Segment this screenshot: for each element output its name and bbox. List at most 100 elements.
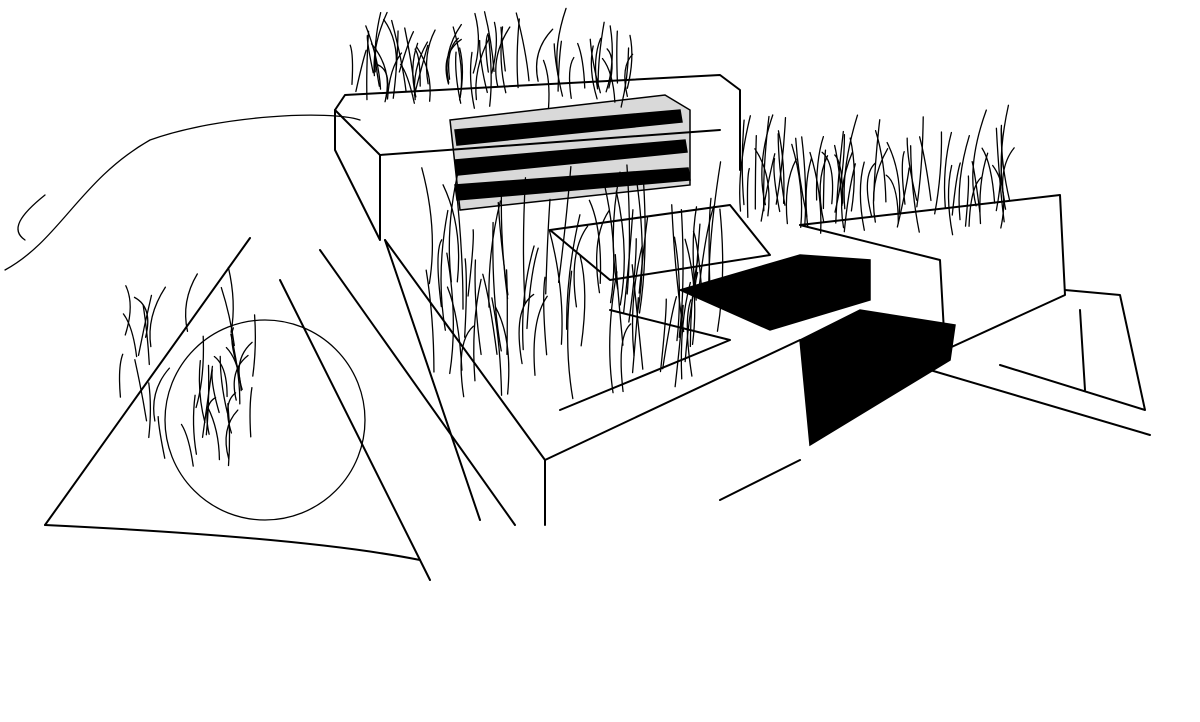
grass-blade	[355, 49, 367, 93]
grass-blade	[491, 21, 498, 74]
grass-blade	[773, 157, 781, 213]
grass-blade	[149, 286, 167, 348]
grass-blade	[442, 184, 460, 283]
left-lawn-area	[4, 114, 516, 581]
grass-blade	[981, 147, 996, 204]
grass-blade	[624, 53, 634, 98]
grass-blade	[872, 147, 889, 223]
grass-blade	[533, 295, 548, 376]
grass-blade	[495, 26, 511, 88]
grass-blade	[134, 359, 148, 422]
grass-blade	[597, 21, 605, 88]
grass-blade	[620, 47, 630, 108]
grass-blade	[148, 382, 152, 439]
grass-blade	[488, 200, 502, 308]
grass-blade	[577, 42, 586, 89]
grass-blade	[795, 137, 808, 218]
grass-blade	[526, 247, 539, 330]
grass-blade	[211, 369, 220, 414]
grass-blade	[455, 51, 462, 104]
grass-blade	[220, 286, 235, 347]
grass-blade	[843, 163, 856, 233]
grass-blade	[674, 304, 684, 388]
grass-blade	[801, 136, 807, 226]
grass-blade	[383, 18, 398, 71]
grass-blade	[754, 148, 770, 217]
grass-blade	[118, 353, 124, 398]
grass-blade	[951, 162, 961, 216]
grass-blade	[458, 47, 464, 101]
grass-blade	[606, 48, 613, 89]
grass-blade	[684, 238, 696, 346]
grass-blade	[421, 167, 434, 285]
grass-blade	[968, 176, 983, 227]
grass-blade	[662, 296, 678, 370]
grass-blade	[467, 229, 474, 297]
grass-blade	[638, 217, 649, 294]
grass-blade	[195, 335, 205, 409]
grass-blade	[628, 238, 637, 323]
grass-blade	[692, 230, 703, 299]
grass-blade	[843, 114, 859, 210]
grass-blade	[252, 314, 257, 377]
grass-blade	[440, 209, 449, 331]
grass-blade	[225, 409, 239, 460]
grass-blade	[601, 176, 615, 304]
grass-blade	[886, 141, 901, 213]
grass-blade	[556, 7, 567, 76]
grass-blade	[631, 245, 643, 357]
grass-blade	[947, 164, 954, 236]
grass-blade	[227, 266, 234, 333]
grass-blade	[448, 165, 461, 283]
grass-blade	[225, 346, 242, 392]
grass-blade	[859, 161, 865, 231]
grass-blade	[659, 298, 667, 373]
grass-blade	[475, 37, 490, 101]
grass-blade	[835, 130, 844, 224]
grass-blade	[446, 23, 463, 84]
grass-blade	[626, 34, 633, 89]
grass-blade	[620, 323, 632, 393]
grass-blade	[958, 134, 970, 221]
grass-blade	[184, 273, 199, 332]
grass-blade	[565, 214, 581, 330]
grass-blade	[609, 271, 618, 394]
grass-blade	[370, 43, 389, 100]
grass-blade	[414, 48, 421, 87]
grass-blade	[425, 269, 435, 373]
grass-blade	[979, 152, 989, 225]
grass-blade	[469, 51, 476, 109]
grass-blade	[590, 45, 598, 100]
grass-blade	[934, 131, 943, 215]
grass-blade	[684, 271, 699, 363]
grass-blade	[198, 360, 206, 424]
grass-blade	[463, 258, 468, 338]
grass-blade	[516, 18, 520, 89]
grass-blade	[791, 143, 803, 228]
grass-blade	[943, 131, 953, 208]
grass-blade	[227, 392, 237, 434]
grass-blade	[567, 270, 574, 400]
grass-blade	[785, 158, 797, 225]
grass-blade	[515, 12, 530, 82]
grass-blade	[1001, 147, 1015, 210]
grass-blade	[805, 157, 812, 228]
grass-blade	[437, 239, 443, 308]
grass-blade	[557, 40, 563, 92]
grass-blade	[579, 255, 586, 347]
grass-blade	[205, 364, 210, 436]
grass-blade	[535, 28, 554, 82]
grass-strokes	[349, 7, 1015, 400]
grass-blade	[866, 162, 876, 217]
grass-blade	[964, 175, 970, 227]
grass-blade	[809, 151, 822, 234]
grass-blade	[447, 37, 459, 80]
grass-blade	[906, 137, 918, 201]
bench	[449, 94, 771, 281]
grass-blade	[386, 52, 403, 100]
grass-blade	[741, 119, 745, 206]
grass-blade	[518, 293, 535, 365]
grass-blade	[918, 136, 932, 202]
grass-blade	[542, 59, 550, 110]
grass-blade	[638, 182, 646, 314]
